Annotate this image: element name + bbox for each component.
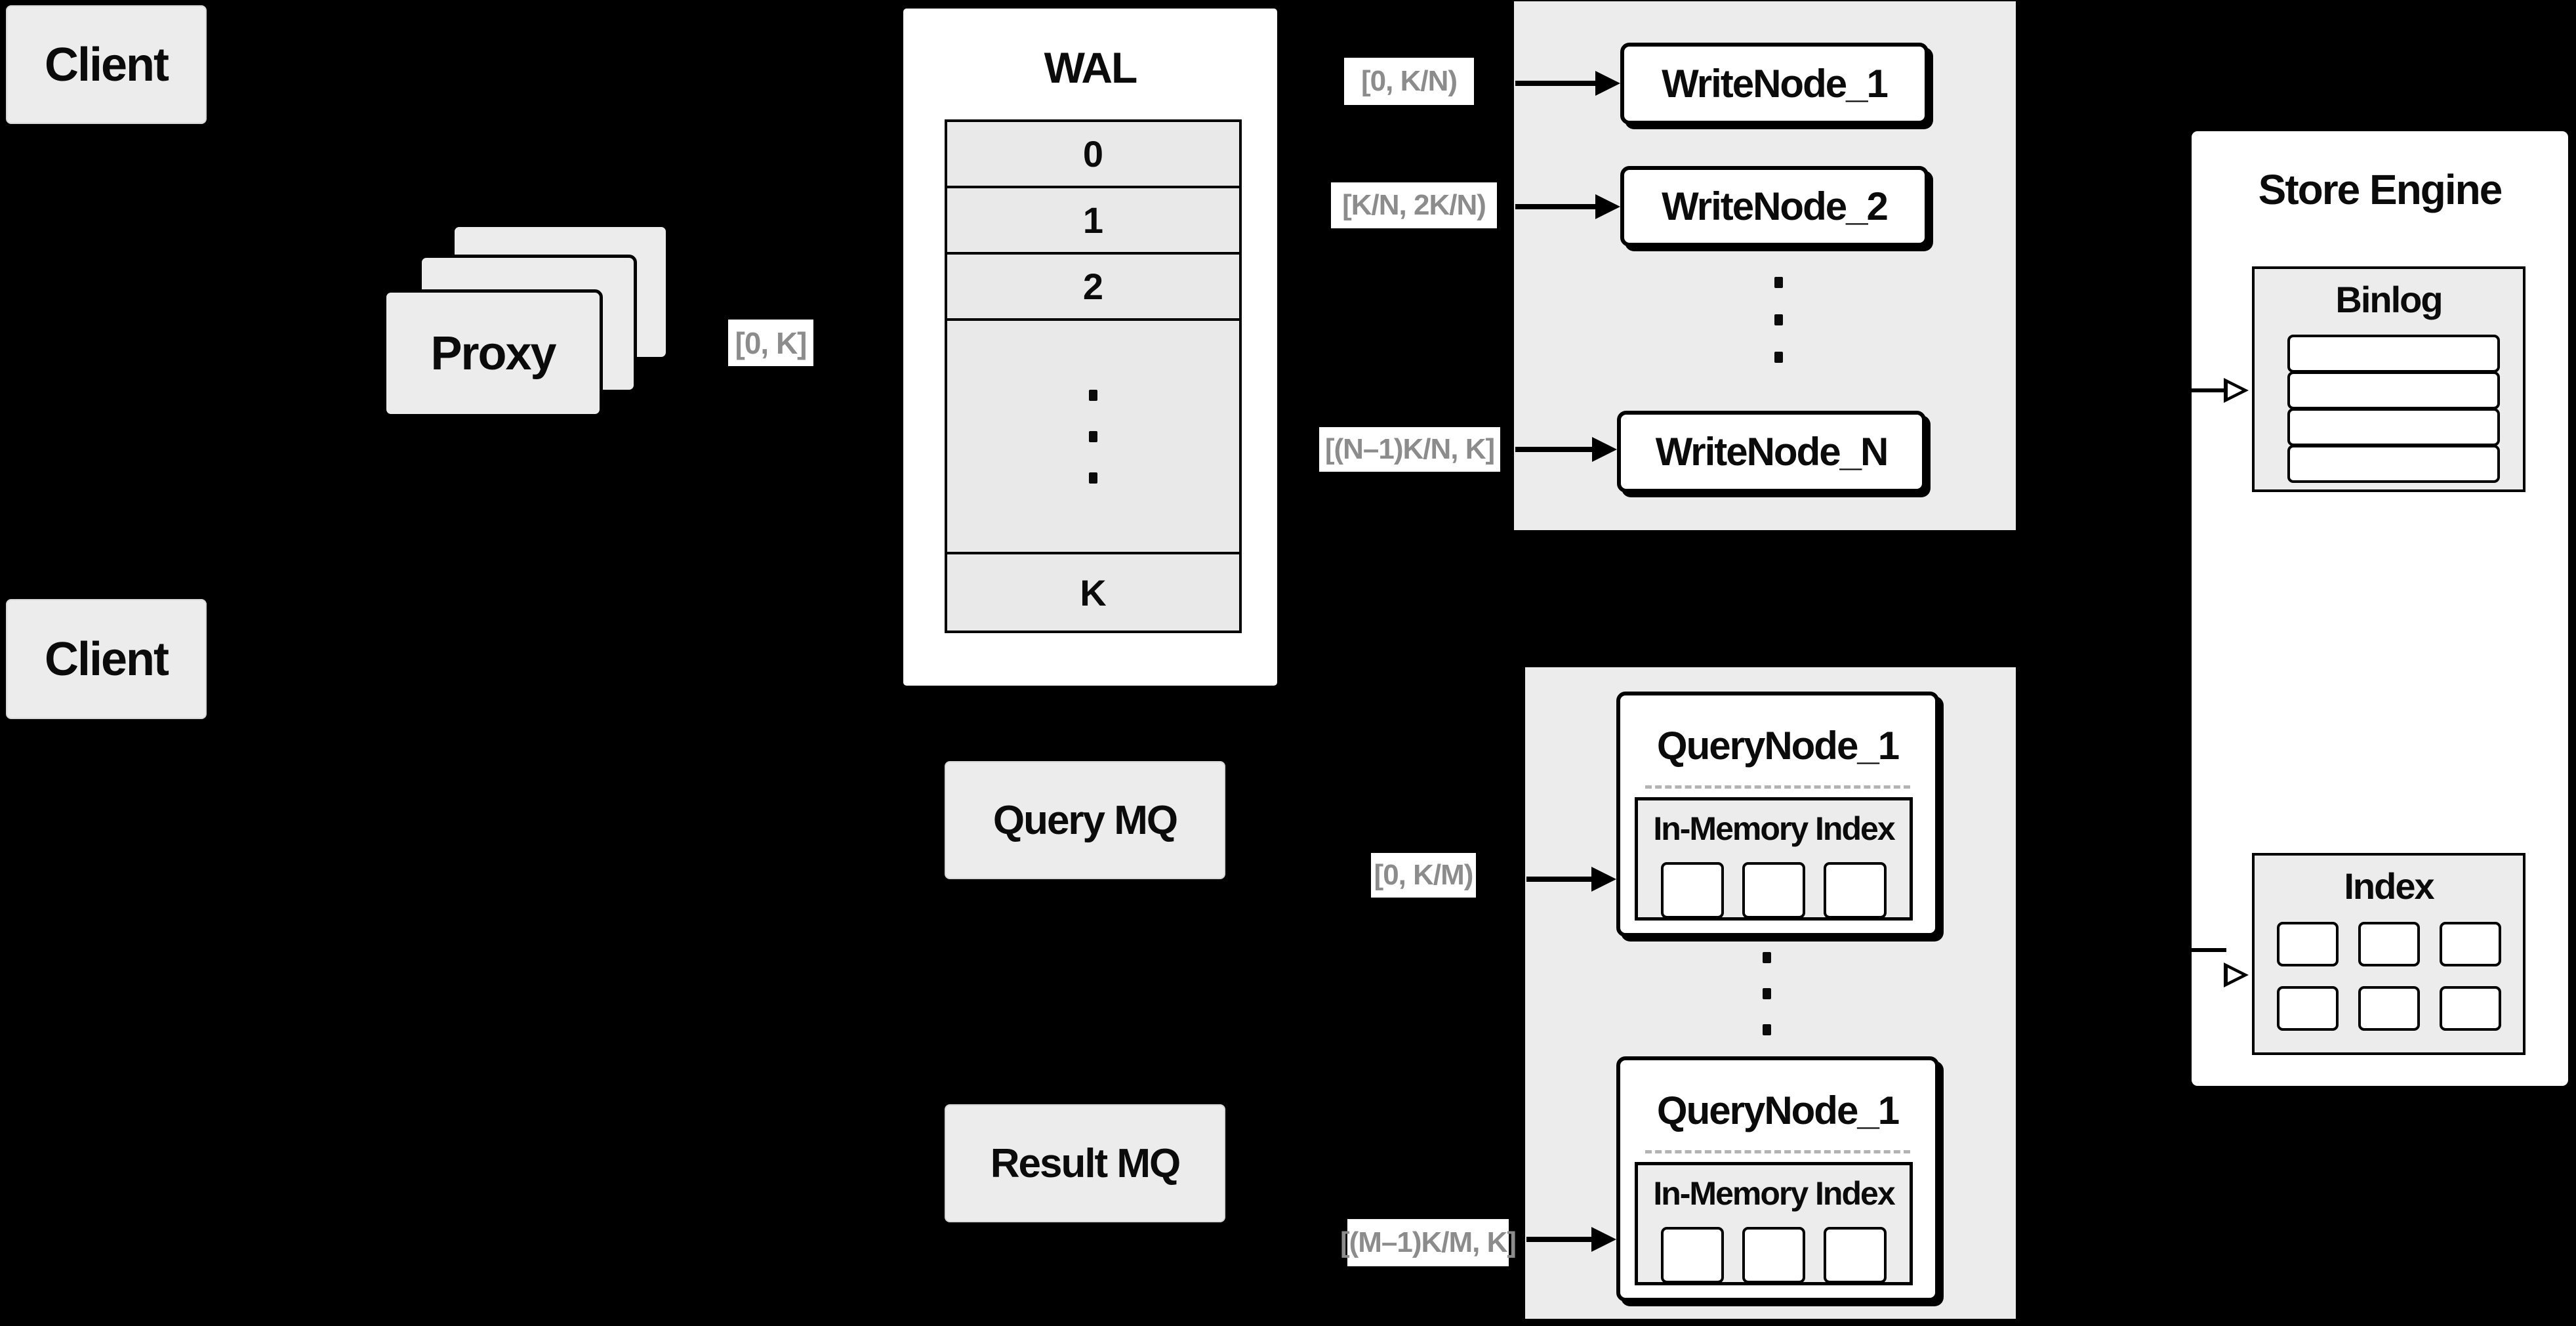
store-engine-box: Store Engine Binlog Index [2188,128,2571,1089]
ellipsis-dot [1089,389,1097,401]
binlog-box: Binlog [2252,266,2525,492]
client-top-label: Client [44,38,169,91]
binlog-row [2287,371,2500,409]
writenode-ellipsis-dots [1774,277,1783,363]
writenode-1-label: WriteNode_1 [1662,62,1889,106]
range-label-proxy-wal: [0, K] [728,320,813,366]
result-mq-box: Result MQ [945,1104,1225,1222]
querynode-top-box: QueryNode_1 In-Memory Index [1616,692,1939,937]
wal-title: WAL [1044,43,1138,92]
index-cell [1824,862,1887,919]
ellipsis-dot [1774,352,1783,363]
writenode-n-label: WriteNode_N [1655,430,1889,474]
arrow-head-writenode-2 [1595,194,1620,219]
range-label-writenode-2: [K/N, 2K/N) [1331,182,1497,228]
ellipsis-dot [1763,952,1771,963]
index-cell [1742,862,1805,919]
index-cell [1661,862,1724,919]
writenode-n-box: WriteNode_N [1617,411,1926,493]
index-cells-row-1 [2255,922,2523,966]
index-box: Index [2252,853,2525,1055]
in-memory-index-bottom-cells [1638,1227,1910,1283]
index-cell [2439,922,2501,966]
proxy-card-front: Proxy [383,289,603,417]
in-memory-index-top-box: In-Memory Index [1635,797,1913,921]
range-label-querynode-m: [(M–1)K/M, K] [1340,1219,1517,1266]
arrow-line-querynode-1 [1526,877,1593,882]
range-label-writenode-n: [(N–1)K/N, K] [1319,427,1500,472]
querynode-top-divider [1645,785,1910,789]
arrow-head-writenode-n [1592,437,1617,462]
wal-row-k: K [945,552,1242,633]
arrow-line-index [2190,948,2226,952]
wal-ellipsis-dots [1089,389,1097,484]
index-cell [1824,1227,1887,1283]
writenode-1-box: WriteNode_1 [1620,43,1929,125]
wal-box: WAL 0 1 2 K [900,5,1280,689]
ellipsis-dot [1089,430,1097,442]
arrow-head-querynode-1 [1591,867,1616,892]
querynode-ellipsis-dots [1763,952,1771,1035]
result-mq-label: Result MQ [990,1140,1181,1186]
arrow-head-index [2224,963,2249,987]
index-cells-row-2 [2255,986,2523,1031]
arrow-head-binlog [2224,378,2249,403]
index-title: Index [2344,865,2434,907]
in-memory-index-bottom-label: In-Memory Index [1653,1175,1895,1212]
binlog-title: Binlog [2335,279,2443,320]
index-cell [1742,1227,1805,1283]
writenode-2-box: WriteNode_2 [1620,166,1929,247]
client-box-middle: Client [6,599,207,719]
querynode-top-label: QueryNode_1 [1656,724,1900,768]
ellipsis-dot [1763,988,1771,999]
arrow-head-querynode-m [1591,1227,1616,1252]
client-box-top: Client [6,5,207,124]
in-memory-index-bottom-box: In-Memory Index [1635,1162,1913,1285]
query-mq-label: Query MQ [992,797,1178,843]
binlog-rows [2287,335,2500,483]
binlog-row [2287,408,2500,446]
proxy-label: Proxy [430,327,556,380]
arrow-line-querynode-m [1526,1237,1593,1242]
binlog-row [2287,335,2500,373]
ellipsis-dot [1089,472,1097,484]
index-cell [2439,986,2501,1031]
wal-table: 0 1 2 K [945,119,1242,641]
range-label-querynode-1: [0, K/M) [1371,853,1476,898]
index-cell [2276,922,2339,966]
wal-row-ellipsis [945,318,1242,554]
arrow-head-writenode-1 [1595,71,1620,96]
ellipsis-dot [1774,314,1783,325]
ellipsis-dot [1763,1024,1771,1035]
querynode-bottom-box: QueryNode_1 In-Memory Index [1616,1056,1939,1302]
index-cell [1661,1227,1724,1283]
querynode-bottom-label: QueryNode_1 [1656,1088,1900,1132]
wal-row-2: 2 [945,252,1242,321]
binlog-row [2287,445,2500,483]
store-engine-title: Store Engine [2258,166,2503,213]
wal-row-0: 0 [945,119,1242,188]
in-memory-index-top-label: In-Memory Index [1653,810,1895,847]
wal-row-1: 1 [945,186,1242,255]
client-middle-label: Client [44,632,169,686]
arrow-line-binlog [2190,388,2226,392]
arrow-line-writenode-n [1515,447,1593,452]
query-mq-box: Query MQ [945,761,1225,879]
range-label-writenode-1: [0, K/N) [1344,58,1474,105]
ellipsis-dot [1774,277,1783,288]
querynode-bottom-divider [1645,1150,1910,1153]
arrow-line-writenode-1 [1515,81,1597,86]
writenode-2-label: WriteNode_2 [1662,184,1889,228]
index-cell [2276,986,2339,1031]
in-memory-index-top-cells [1638,862,1910,919]
index-cell [2358,986,2420,1031]
index-cell [2358,922,2420,966]
arrow-line-writenode-2 [1515,204,1597,209]
